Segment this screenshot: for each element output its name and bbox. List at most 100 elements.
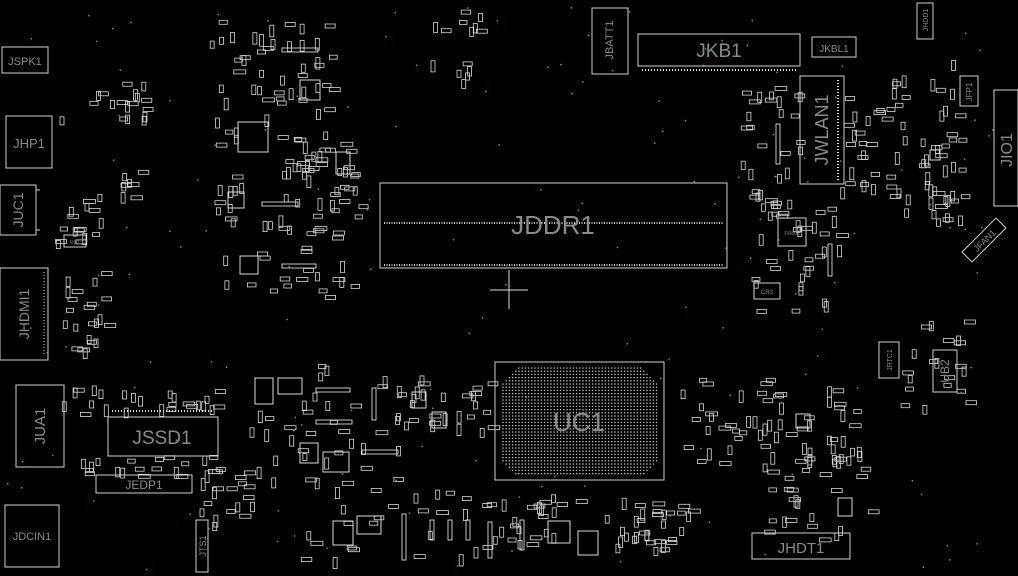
bga-ball (502, 383, 504, 385)
bga-ball (601, 399, 603, 401)
smd-part (852, 111, 858, 123)
connector-jkb1[interactable]: JKB1 (637, 33, 801, 71)
smd-part (784, 518, 798, 523)
smd-part (306, 175, 312, 188)
smd-part (264, 416, 275, 421)
bga-ball (521, 418, 523, 420)
bga-ball (505, 389, 507, 392)
via (816, 355, 819, 357)
chip-uc1[interactable]: UC1 (494, 361, 665, 481)
bga-ball (604, 380, 607, 382)
bga-ball (611, 399, 613, 401)
ic-part (929, 149, 941, 161)
bga-ball (598, 380, 600, 382)
smd-part (122, 81, 133, 87)
bga-ball (511, 428, 514, 430)
chip-pu801[interactable]: PU801 (777, 217, 807, 247)
bga-ball (572, 405, 575, 408)
bga-ball (531, 421, 533, 424)
bga-ball (569, 428, 571, 430)
smd-part (934, 358, 940, 369)
bga-ball (553, 437, 555, 440)
bga-ball (566, 450, 568, 452)
bga-ball (518, 367, 520, 369)
smd-part (238, 481, 247, 487)
smd-part (661, 540, 666, 553)
bga-ball (646, 392, 648, 395)
bga-ball (607, 456, 610, 459)
bga-ball (515, 421, 517, 424)
smd-part (458, 554, 464, 567)
connector-jwlan1[interactable]: JWLAN1 (799, 75, 845, 185)
bga-ball (521, 472, 523, 475)
via (653, 142, 656, 145)
connector-jhdmi1[interactable]: JHDMI1 (0, 267, 49, 361)
bga-ball (566, 428, 568, 430)
connector-jio1[interactable]: JIO1 (993, 89, 1018, 207)
bga-ball (636, 421, 639, 424)
bga-ball (579, 434, 581, 436)
bga-ball (566, 418, 568, 420)
bga-ball (534, 444, 536, 446)
bga-ball (543, 453, 546, 456)
connector-jkbl1[interactable]: JKBL1 (811, 36, 857, 58)
bga-ball (524, 412, 527, 414)
bga-ball (607, 386, 610, 388)
bga-ball (524, 370, 527, 372)
via (661, 130, 664, 133)
bga-ball (531, 463, 533, 465)
bga-ball (534, 389, 536, 392)
smd-part (154, 457, 164, 462)
connector-jdcin1[interactable]: JDCIN1 (4, 504, 60, 568)
bga-ball (607, 408, 610, 411)
connector-jfp1[interactable]: JFP1 (959, 75, 979, 107)
connector-jts1[interactable]: JTS1 (195, 519, 209, 573)
bga-ball (550, 456, 552, 459)
smd-part (151, 466, 162, 472)
chip-uu1[interactable]: UU1 (63, 234, 87, 248)
bga-ball (652, 428, 655, 430)
bga-ball (607, 405, 610, 408)
smd-part (809, 513, 815, 523)
connector-jedp1[interactable]: JEDP1 (95, 474, 193, 494)
connector-jhdt1[interactable]: JHDT1 (751, 532, 851, 560)
via (394, 11, 397, 14)
connector-jhdd1[interactable]: JHDD1 (916, 2, 934, 40)
via (693, 180, 696, 183)
connector-jssd1[interactable]: JSSD1 (107, 410, 219, 457)
bga-ball (559, 460, 562, 462)
bga-ball (543, 472, 546, 475)
via (540, 485, 543, 488)
connector-jbatt1[interactable]: JBATT1 (591, 7, 629, 75)
label-jts1: JTS1 (198, 535, 208, 556)
bga-ball (559, 376, 562, 379)
bga-ball (604, 431, 607, 433)
connector-jspk1[interactable]: JSPK1 (1, 46, 49, 74)
bga-ball (518, 440, 520, 443)
bga-ball (623, 373, 626, 376)
bga-ball (572, 412, 575, 414)
bga-ball (572, 380, 575, 382)
bga-ball (655, 408, 658, 411)
smd-part (85, 467, 95, 473)
bga-ball (585, 383, 587, 385)
component-cr3[interactable]: CR3 (753, 282, 781, 300)
bga-ball (543, 460, 546, 462)
bga-ball (627, 376, 629, 379)
bga-ball (611, 418, 613, 420)
bga-ball (521, 376, 523, 379)
connector-juc1[interactable]: JUC1 (0, 184, 40, 236)
smd-part (343, 165, 356, 171)
chip-ub2[interactable]: UB2 (932, 349, 958, 393)
smd-part (249, 427, 255, 438)
connector-jddr1[interactable]: JDDR1 (379, 182, 728, 269)
bga-ball (585, 399, 587, 401)
bga-ball (636, 431, 639, 433)
bga-ball (639, 444, 642, 446)
bga-ball (636, 440, 639, 443)
connector-jua1[interactable]: JUA1 (15, 384, 65, 468)
connector-jhp1[interactable]: JHP1 (5, 115, 53, 169)
bga-ball (572, 424, 575, 427)
connector-jrtc1[interactable]: JRTC1 (878, 341, 900, 379)
smd-part (834, 405, 845, 411)
